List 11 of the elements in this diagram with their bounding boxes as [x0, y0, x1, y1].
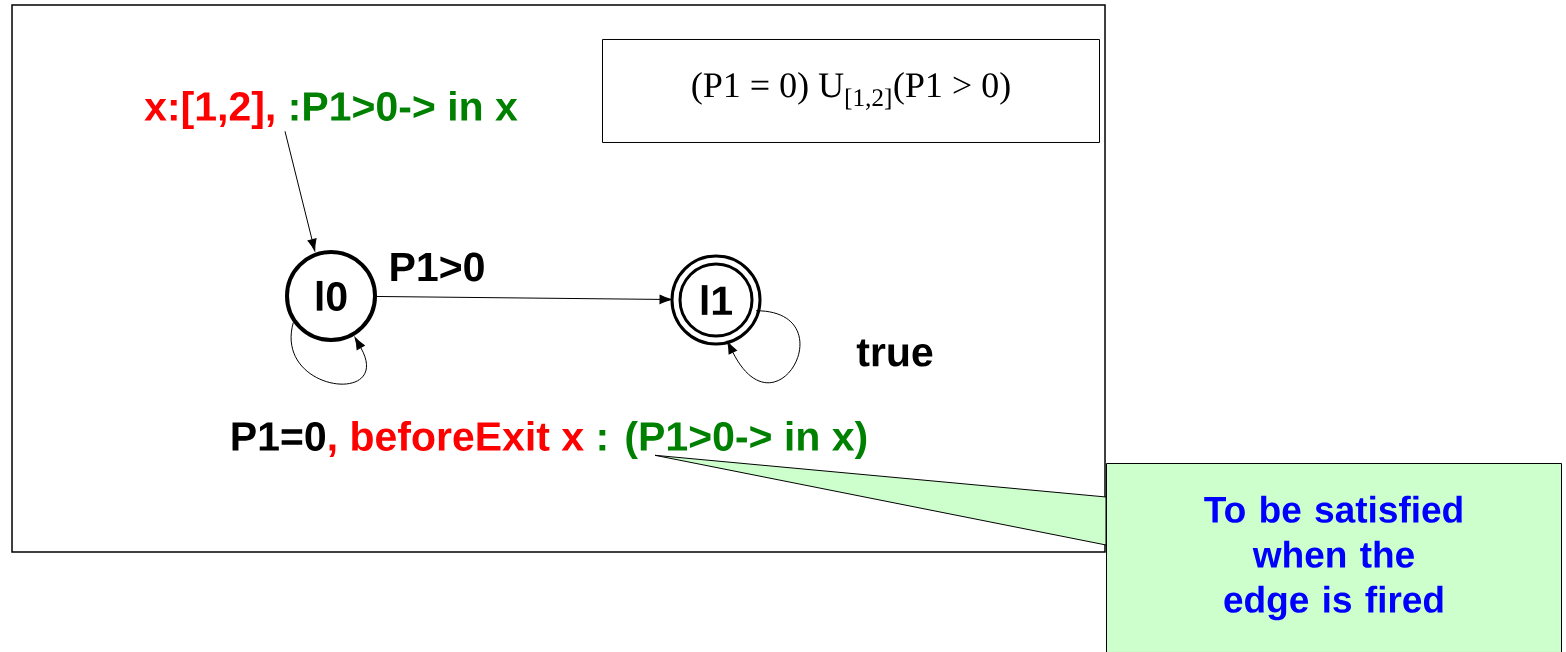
callout-pointer: [654, 454, 1107, 546]
annotation-text: P1=0, beforeExit x : (P1>0-> in x): [232, 420, 867, 460]
edge-label: true: [856, 339, 933, 367]
self-loop-arrow: [727, 310, 801, 384]
callout-box: To be satisfied when the edge is fired: [1106, 463, 1562, 652]
arrow: [376, 294, 672, 305]
edge-label: P1>0: [391, 252, 484, 282]
self-loop-arrow: [290, 321, 367, 385]
guard-label: x:[1,2], :P1>0-> in x: [144, 90, 518, 130]
arrow: [284, 130, 317, 252]
formula-box: (P1 = 0) U$_{[1,2]}$(P1 > 0): [602, 39, 1100, 143]
